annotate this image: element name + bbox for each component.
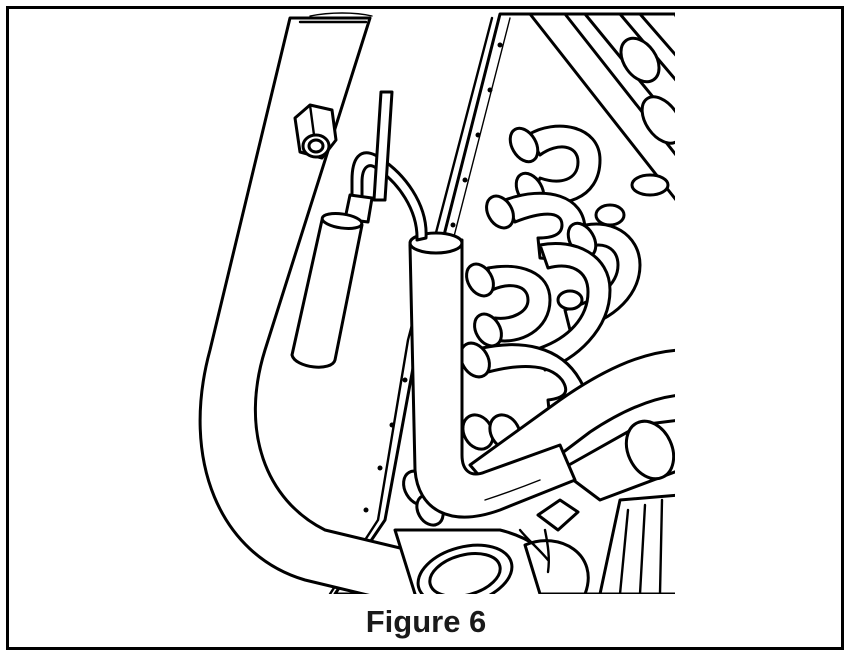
pipe-open-end [393,528,590,594]
wire-connector [518,498,580,574]
figure-caption: Figure 6 [365,604,487,639]
top-manifold-tubes [528,12,675,202]
sensing-bulb [290,193,374,369]
return-bends [402,124,642,527]
flare-fitting [293,103,338,160]
suction-line-u-pipe [198,12,452,594]
